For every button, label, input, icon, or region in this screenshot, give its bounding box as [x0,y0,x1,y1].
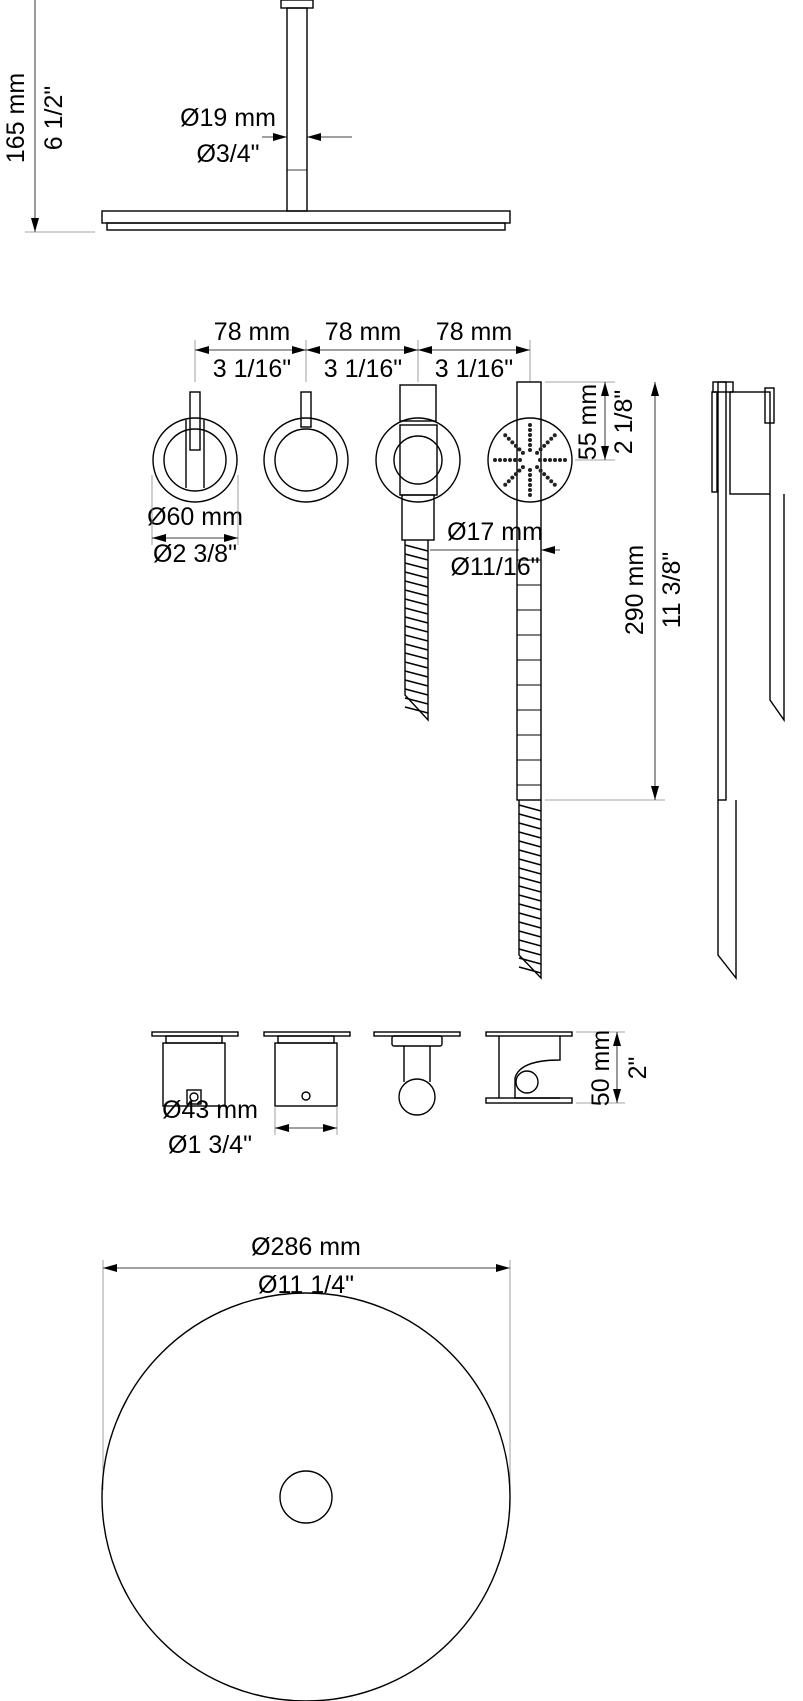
nozzle-dot [503,433,508,438]
nozzle-dot [545,475,550,480]
height-mm-label: 165 mm [2,73,30,163]
nozzle-dot [510,475,515,480]
side-views-row: Ø43 mm Ø1 3/4" 50 mm 2" [151,1030,652,1159]
nozzle-dot [506,436,511,441]
nozzle-dot [518,458,522,462]
nozzle-dot [503,482,508,487]
nozzle-dot [563,458,567,462]
side-view-rail [711,381,785,981]
spacing-1-in: 3 1/16" [213,355,291,383]
spacing-1-mm: 78 mm [214,318,290,346]
nozzle-dot [535,450,540,455]
nozzle-dot [498,458,502,462]
nozzle-dot [528,483,532,487]
nozzle-dot [508,458,512,462]
nozzle-dot [538,447,543,452]
plate-dia-in-label: Ø2 3/8" [153,540,237,568]
head-dia-mm-label: Ø286 mm [251,1233,361,1261]
nozzle-dot [548,458,552,462]
front-view: 78 mm 3 1/16" 78 mm 3 1/16" 78 mm 3 1/16… [147,318,686,980]
spray-nozzles [493,423,567,497]
nozzle-dot [545,440,550,445]
head-height-mm-label: 55 mm [574,384,602,460]
depth-mm-label: 50 mm [587,1030,615,1106]
nozzle-dot [528,443,532,447]
head-height-in-label: 2 1/8" [610,390,638,454]
head-dia-in-label: Ø11 1/4" [258,1271,354,1299]
nozzle-dot [520,465,525,470]
nozzle-dot [542,443,547,448]
rail-length-mm-label: 290 mm [621,545,649,635]
nozzle-dot [528,428,532,432]
pipe-dia-in-label: Ø3/4" [196,140,259,168]
nozzle-dot [520,450,525,455]
pipe-dia-mm-label: Ø19 mm [180,104,276,132]
nozzle-dot [528,493,532,497]
body-dia-in-label: Ø1 3/4" [168,1131,252,1159]
shower-head-top-view: Ø286 mm Ø11 1/4" [101,1233,511,1701]
nozzle-dot [513,443,518,448]
nozzle-dot [528,473,532,477]
height-in-label: 6 1/2" [40,86,68,150]
nozzle-dot [528,438,532,442]
nozzle-dot [528,468,532,472]
nozzle-dot [528,488,532,492]
nozzle-dot [535,465,540,470]
spacing-2-mm: 78 mm [325,318,401,346]
nozzle-dot [549,479,554,484]
nozzle-dot [506,479,511,484]
nozzle-dot [528,448,532,452]
spacing-2-in: 3 1/16" [324,355,402,383]
nozzle-dot [543,458,547,462]
nozzle-dot [549,436,554,441]
nozzle-dot [542,472,547,477]
nozzle-dot [553,458,557,462]
spacing-3-mm: 78 mm [436,318,512,346]
nozzle-dot [510,440,515,445]
nozzle-dot [503,458,507,462]
nozzle-dot [552,433,557,438]
nozzle-dot [513,458,517,462]
rail-length-in-label: 11 3/8" [658,552,686,629]
nozzle-dot [552,482,557,487]
nozzle-dot [513,472,518,477]
spacing-3-in: 3 1/16" [435,355,513,383]
hose-dia-mm-label: Ø17 mm [447,518,543,546]
nozzle-dot [517,468,522,473]
nozzle-dot [528,478,532,482]
nozzle-dot [528,433,532,437]
nozzle-dot [493,458,497,462]
body-dia-mm-label: Ø43 mm [162,1096,258,1124]
overhead-shower-elevation: 165 mm 6 1/2" Ø19 mm Ø3/4" [2,0,511,233]
depth-in-label: 2" [624,1057,652,1080]
plate-dia-mm-label: Ø60 mm [147,503,243,531]
hose-dia-in-label: Ø11/16" [450,553,539,581]
nozzle-dot [538,458,542,462]
nozzle-dot [528,423,532,427]
nozzle-dot [517,447,522,452]
nozzle-dot [538,468,543,473]
nozzle-dot [558,458,562,462]
